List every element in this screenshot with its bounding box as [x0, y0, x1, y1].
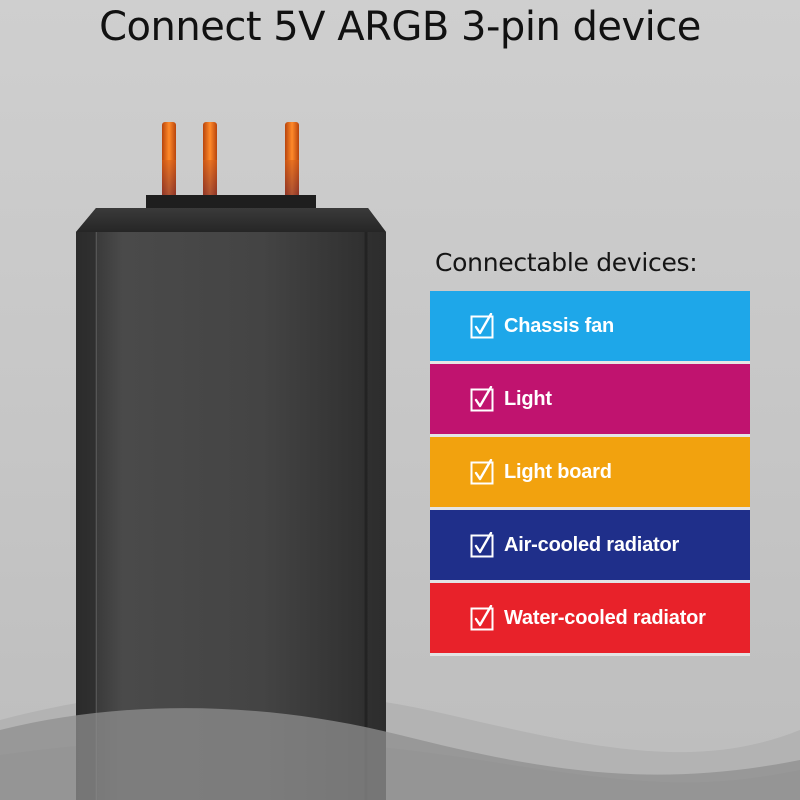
page-headline: Connect 5V ARGB 3-pin device [99, 4, 701, 50]
pin-1 [162, 122, 176, 200]
device-item: Light [430, 364, 750, 437]
device-item-label: Light board [504, 460, 612, 483]
checkbox-checked-icon [470, 605, 494, 631]
pin-base [146, 195, 316, 211]
background-wave [0, 689, 800, 800]
checkbox-checked-icon [470, 313, 494, 339]
device-item: Air-cooled radiator [430, 510, 750, 583]
pin-2 [203, 122, 217, 200]
checkbox-checked-icon [470, 459, 494, 485]
panel-title: Connectable devices: [435, 248, 698, 277]
device-item-label: Air-cooled radiator [504, 533, 680, 556]
device-item-label: Water-cooled radiator [504, 606, 706, 629]
pin-3 [285, 122, 299, 200]
checkbox-checked-icon [470, 386, 494, 412]
device-item: Light board [430, 437, 750, 510]
device-item-label: Light [504, 387, 552, 410]
device-item: Chassis fan [430, 291, 750, 364]
device-item-label: Chassis fan [504, 314, 615, 337]
connector-pins [162, 122, 299, 200]
checkbox-checked-icon [470, 532, 494, 558]
device-item: Water-cooled radiator [430, 583, 750, 656]
